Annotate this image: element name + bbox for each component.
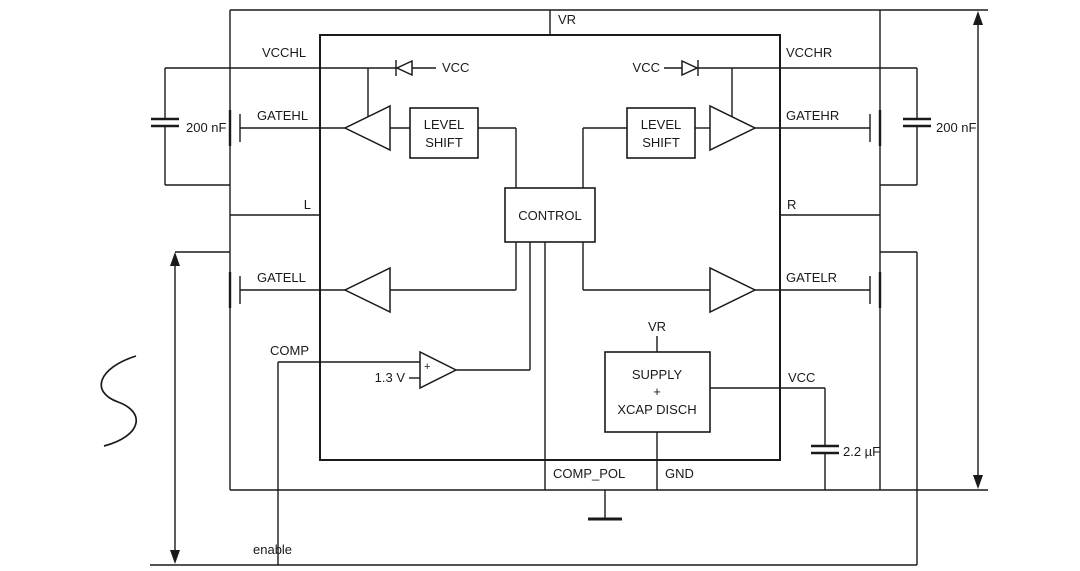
level-shift-left-box <box>409 107 479 159</box>
arrow-head-down <box>170 550 180 564</box>
wires <box>150 9 988 566</box>
value-label-vref: 1.3 V <box>375 370 406 385</box>
arrow-head-up <box>973 11 983 25</box>
value-label-cap-right: 200 nF <box>936 120 977 135</box>
pin-label-gatehr: GATEHR <box>786 108 839 123</box>
pin-label-vr-top: VR <box>558 12 576 27</box>
gate-driver-lr-triangle <box>709 266 757 314</box>
gate-driver-ll-triangle <box>343 266 391 314</box>
pin-label-comp-pol: COMP_POL <box>553 466 625 481</box>
diode-triangle <box>681 59 699 77</box>
level-shift-right-label-1: LEVEL <box>641 117 681 132</box>
pin-label-vcchl: VCCHL <box>262 45 306 60</box>
ic-outline <box>319 34 781 461</box>
supply-block: SUPPLY + XCAP DISCH <box>604 351 711 433</box>
level-shift-left-block: LEVEL SHIFT <box>409 107 479 159</box>
control-block: CONTROL <box>504 187 596 243</box>
control-box <box>504 187 596 243</box>
net-label-enable: enable <box>253 542 292 557</box>
value-label-cap-left: 200 nF <box>186 120 227 135</box>
ac-sine-icon <box>100 355 137 447</box>
supply-label-1: SUPPLY <box>632 367 683 382</box>
supply-label-3: XCAP DISCH <box>617 402 696 417</box>
gate-driver-hr-triangle <box>709 104 757 152</box>
mosfet-hr <box>869 110 882 146</box>
value-label-cap-vcc: 2.2 µF <box>843 444 880 459</box>
comparator: + <box>419 350 458 390</box>
level-shift-left-label-2: SHIFT <box>425 135 463 150</box>
pin-label-vcc: VCC <box>788 370 815 385</box>
mosfet-ll <box>228 272 241 308</box>
pin-label-r: R <box>787 197 796 212</box>
gate-driver-hl-triangle <box>343 104 391 152</box>
arrow-head-down <box>973 475 983 489</box>
mosfet-lr <box>869 272 882 308</box>
net-label-vcc-right: VCC <box>633 60 660 75</box>
level-shift-right-box <box>626 107 696 159</box>
mosfet-hl <box>228 110 241 146</box>
vr-output-arrow <box>973 11 983 489</box>
pin-label-comp: COMP <box>270 343 309 358</box>
supply-label-2: + <box>653 384 661 399</box>
pin-label-gatehl: GATEHL <box>257 108 308 123</box>
pin-label-gnd: GND <box>665 466 694 481</box>
pin-label-vcchr: VCCHR <box>786 45 832 60</box>
capacitor-200nf-left <box>151 117 179 128</box>
ac-voltage-arrow <box>170 252 180 564</box>
diode-triangle <box>395 59 413 77</box>
pin-label-l: L <box>304 197 311 212</box>
control-label: CONTROL <box>518 208 582 223</box>
comparator-triangle <box>419 350 458 390</box>
diode-vcc-right <box>681 59 699 77</box>
capacitor-2200nf-vcc <box>811 444 839 455</box>
pin-label-gatelr: GATELR <box>786 270 837 285</box>
level-shift-right-label-2: SHIFT <box>642 135 680 150</box>
arrow-head-up <box>170 252 180 266</box>
level-shift-right-block: LEVEL SHIFT <box>626 107 696 159</box>
level-shift-left-label-1: LEVEL <box>424 117 464 132</box>
supply-box <box>604 351 711 433</box>
ground-symbol <box>588 490 622 521</box>
diode-vcc-left <box>395 59 413 77</box>
pin-label-gatell: GATELL <box>257 270 306 285</box>
net-label-vr-supply: VR <box>648 319 666 334</box>
net-label-vcc-left: VCC <box>442 60 469 75</box>
comparator-plus-sign: + <box>424 361 430 373</box>
capacitor-200nf-right <box>903 117 931 128</box>
